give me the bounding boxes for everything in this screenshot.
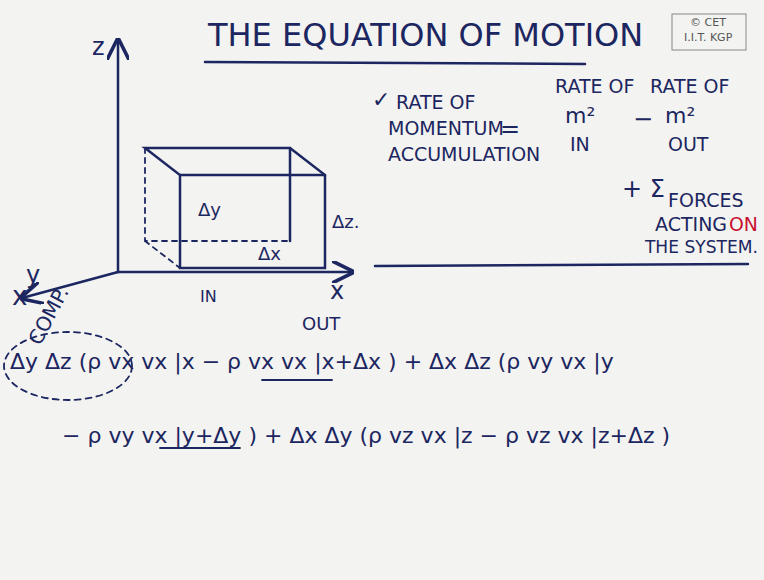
x-axis — [118, 271, 352, 274]
operator: − — [633, 106, 653, 132]
note-text: IN — [570, 134, 590, 155]
note-text: m² — [665, 104, 695, 128]
out-label: OUT — [302, 314, 340, 334]
equation-line: − ρ vy vx |y+Δy ) + Δx Δy (ρ vz vx |z − … — [62, 424, 670, 448]
title-underline — [205, 62, 585, 64]
component-label: COMP. — [24, 283, 73, 348]
equation-line: Δy Δz (ρ vx vx |x − ρ vx vx |x+Δx ) + Δx… — [10, 350, 614, 374]
box-hidden-edge — [145, 148, 290, 268]
in-label: IN — [200, 288, 217, 306]
dimension-label: Δy — [198, 200, 221, 220]
note-text: RATE OF — [555, 76, 635, 97]
note-text: THE SYSTEM. — [645, 238, 758, 257]
z-axis — [117, 40, 120, 272]
component-label: x — [12, 282, 27, 311]
note-text: ACTING — [655, 214, 727, 235]
box-outline — [145, 148, 325, 268]
note-text: FORCES — [668, 190, 743, 211]
note-text: MOMENTUM — [388, 118, 504, 139]
note-text: RATE OF — [650, 76, 730, 97]
note-text: ON — [729, 214, 758, 235]
badge-frame — [672, 14, 746, 50]
note-text: RATE OF — [396, 92, 476, 113]
copyright-badge: © CET — [690, 17, 726, 29]
box-edge — [289, 148, 292, 241]
note-text: ACCUMULATION — [388, 144, 540, 165]
separator-line — [375, 264, 748, 266]
note-text: OUT — [668, 134, 708, 155]
check-mark: ✓ — [372, 88, 390, 112]
dimension-label: Δx — [258, 244, 281, 264]
axis-label: z — [92, 34, 105, 60]
operator: = — [500, 116, 520, 142]
operator: + Σ — [622, 176, 665, 202]
axis-label: x — [330, 278, 344, 304]
copyright-badge: I.I.T. KGP — [684, 32, 732, 44]
dimension-label: Δz. — [332, 212, 359, 232]
note-text: m² — [565, 104, 595, 128]
box-edge — [180, 174, 325, 177]
slide-title: THE EQUATION OF MOTION — [208, 18, 643, 53]
axis-label: y — [26, 262, 40, 288]
term-underline — [262, 379, 332, 381]
